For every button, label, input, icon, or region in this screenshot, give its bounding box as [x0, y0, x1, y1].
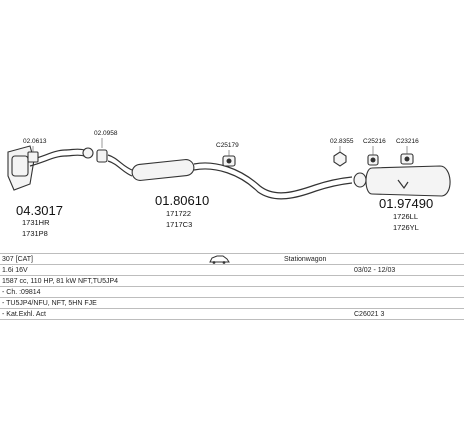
vehicle-chassis: - Ch. :09814	[2, 289, 41, 296]
part-ref-1731p8: 1731P8	[22, 229, 48, 238]
part-number-04-3017: 04.3017	[16, 203, 63, 218]
vehicle-code: C26021 3	[354, 311, 385, 318]
info-row-chassis: - Ch. :09814	[0, 286, 464, 298]
part-ref-1726ll: 1726LL	[393, 212, 418, 221]
clip-label-02-0958: 02.0958	[94, 130, 118, 137]
vehicle-years: 03/02 - 12/03	[354, 267, 396, 274]
info-row-spec: 1587 cc, 110 HP, 81 kW NFT,TU5JP4	[0, 275, 464, 287]
car-icon	[208, 254, 230, 268]
part-number-01-97490: 01.97490	[379, 196, 433, 211]
info-row-model: 307 [CAT] Stationwagon	[0, 253, 464, 265]
mounting-rubber-c25179	[222, 150, 236, 167]
fitting-label-c25179: C25179	[216, 142, 239, 149]
catalytic-converter	[7, 145, 94, 191]
clamp-02-0958	[96, 138, 108, 163]
vehicle-engine-code: - TU5JP4/NFU, NFT, 5HN FJE	[2, 300, 97, 307]
mounting-rubber-c23216	[400, 146, 414, 165]
info-row-engine-code: - TU5JP4/NFU, NFT, 5HN FJE	[0, 297, 464, 309]
clamp-02-8355	[333, 146, 347, 167]
fitting-label-02-8355: 02.8355	[330, 138, 354, 145]
info-row-end	[0, 319, 464, 320]
fitting-label-c23216: C23216	[396, 138, 419, 145]
part-number-01-80610: 01.80610	[155, 193, 209, 208]
fitting-label-c25216: C25216	[363, 138, 386, 145]
vehicle-note: - Kat.Exhl. Act	[2, 311, 46, 318]
info-row-engine: 1.6i 16V 03/02 - 12/03	[0, 264, 464, 276]
exhaust-system-diagram: 02.0613 02.0958 C25179 02.8355 C25216 C2…	[7, 130, 451, 238]
part-ref-1717c3: 1717C3	[166, 220, 192, 229]
vehicle-model: 307 [CAT]	[2, 256, 33, 263]
vehicle-engine: 1.6i 16V	[2, 267, 28, 274]
part-ref-1731hr: 1731HR	[22, 218, 50, 227]
mounting-rubber-c25216	[367, 146, 379, 166]
part-ref-171722: 171722	[166, 209, 191, 218]
vehicle-spec: 1587 cc, 110 HP, 81 kW NFT,TU5JP4	[2, 278, 119, 285]
vehicle-body: Stationwagon	[284, 256, 327, 263]
part-ref-1726yl: 1726YL	[393, 223, 419, 232]
clip-label-02-0613: 02.0613	[23, 138, 47, 145]
info-row-note: - Kat.Exhl. Act C26021 3	[0, 308, 464, 320]
rear-silencer	[353, 165, 451, 197]
clamp-02-0613	[27, 146, 39, 163]
